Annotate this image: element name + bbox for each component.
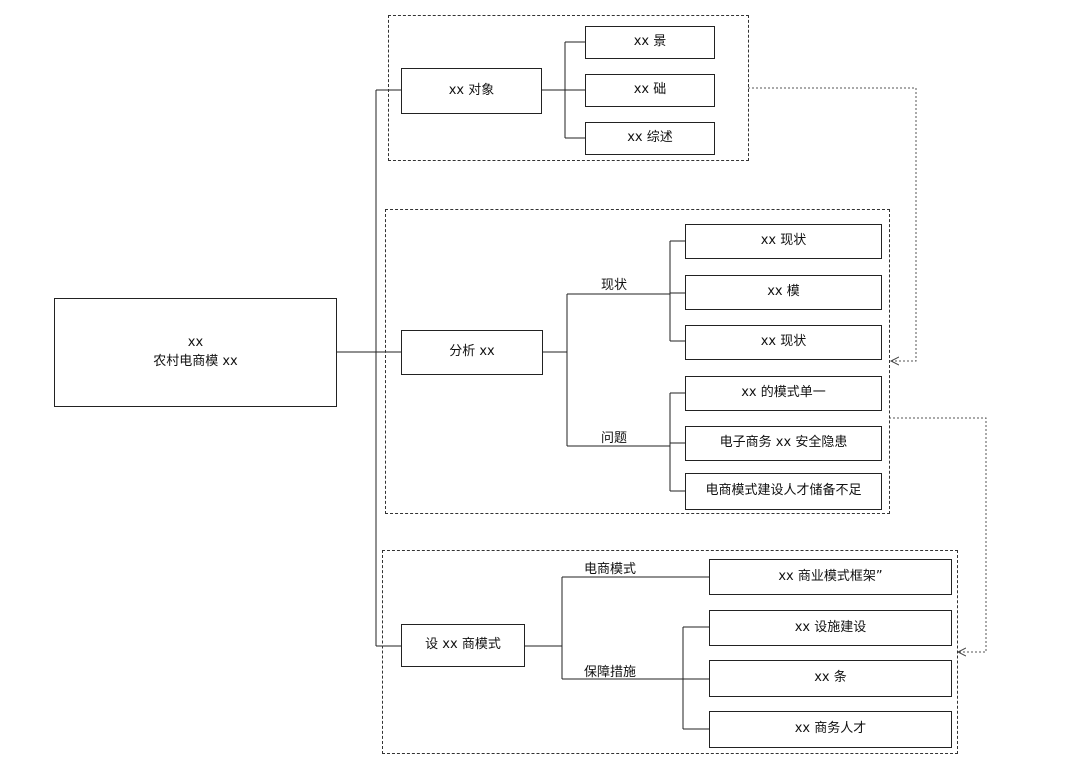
mode-label: 电商模式	[584, 562, 637, 577]
status-item-node[interactable]: xx 模	[685, 275, 882, 310]
section3-group	[382, 550, 958, 754]
status-item-node[interactable]: xx 现状	[685, 325, 882, 360]
status-item-node[interactable]: xx 现状	[685, 224, 882, 259]
mode-item-node[interactable]: xx 商业模式框架”	[709, 559, 952, 595]
section1-main-node[interactable]: xx 对象	[401, 68, 542, 114]
section2-group	[385, 209, 890, 514]
problem-item-node[interactable]: 电商模式建设人才储备不足	[685, 473, 882, 510]
status-label: 现状	[601, 278, 628, 293]
measure-item-node[interactable]: xx 商务人才	[709, 711, 952, 748]
problem-label: 问题	[601, 431, 628, 446]
section1-child-node[interactable]: xx 综述	[585, 122, 715, 155]
root-line1: xx	[187, 334, 204, 350]
problem-item-node[interactable]: xx 的模式单一	[685, 376, 882, 411]
section1-child-node[interactable]: xx 础	[585, 74, 715, 107]
section1-child-node[interactable]: xx 景	[585, 26, 715, 59]
root-node[interactable]: xx 农村电商模 xx	[54, 298, 337, 407]
section2-main-node[interactable]: 分析 xx	[401, 330, 543, 375]
measure-item-node[interactable]: xx 设施建设	[709, 610, 952, 646]
measure-item-node[interactable]: xx 条	[709, 660, 952, 697]
measure-label: 保障措施	[584, 665, 637, 680]
section1-group	[388, 15, 749, 161]
section3-main-node[interactable]: 设 xx 商模式	[401, 624, 525, 667]
root-line2: 农村电商模 xx	[153, 353, 238, 369]
problem-item-node[interactable]: 电子商务 xx 安全隐患	[685, 426, 882, 461]
